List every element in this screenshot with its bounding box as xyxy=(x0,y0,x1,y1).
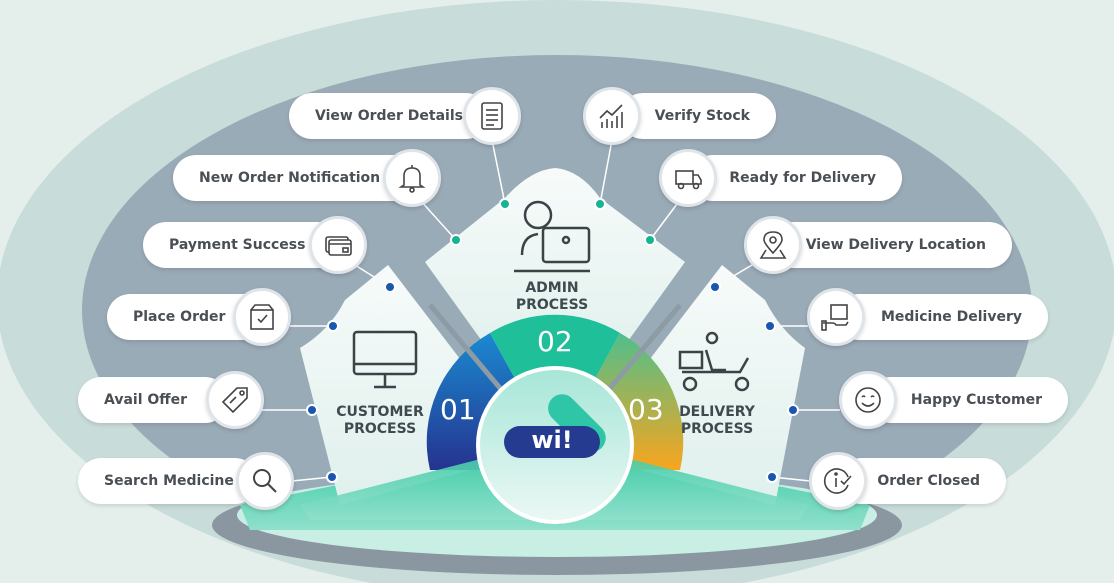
step-label: Verify Stock xyxy=(654,108,750,124)
step-label: Place Order xyxy=(133,309,226,325)
segment-02 xyxy=(490,314,620,388)
monitor-icon xyxy=(352,330,418,389)
discount-tag-icon xyxy=(206,371,264,429)
delivery-label-line2: PROCESS xyxy=(680,421,754,437)
process-number-02: 02 xyxy=(537,325,573,358)
step-label: Ready for Delivery xyxy=(729,170,876,186)
wi-logo xyxy=(504,394,606,458)
step-search-medicine[interactable]: Search Medicine xyxy=(78,458,258,504)
step-label: Happy Customer xyxy=(910,392,1042,408)
connector-dots xyxy=(306,198,799,483)
chart-up-icon xyxy=(583,87,641,145)
delivery-label-line1: DELIVERY xyxy=(679,404,755,420)
admin-label-line1: ADMIN xyxy=(525,280,579,296)
admin-panel xyxy=(425,168,685,380)
step-happy-customer[interactable]: Happy Customer xyxy=(868,377,1068,423)
step-label: Payment Success xyxy=(169,237,306,253)
customer-label-line2: PROCESS xyxy=(343,421,417,437)
step-ready-for-delivery[interactable]: Ready for Delivery xyxy=(690,155,902,201)
step-view-delivery-location[interactable]: View Delivery Location xyxy=(770,222,1012,268)
step-label: New Order Notification xyxy=(199,170,381,186)
bell-icon xyxy=(383,149,441,207)
box-check-icon xyxy=(233,288,291,346)
document-list-icon xyxy=(463,87,521,145)
admin-computer-icon xyxy=(514,200,591,273)
truck-icon xyxy=(659,149,717,207)
process-number-03: 03 xyxy=(628,393,664,426)
smile-icon xyxy=(839,371,897,429)
logo-text: wi! xyxy=(531,426,573,454)
step-label: View Order Details xyxy=(315,108,463,124)
step-label: Avail Offer xyxy=(104,392,188,408)
credit-card-icon xyxy=(309,216,367,274)
step-label: Order Closed xyxy=(877,473,980,489)
step-medicine-delivery[interactable]: Medicine Delivery xyxy=(836,294,1048,340)
segment-03 xyxy=(590,333,684,470)
segment-01 xyxy=(426,333,520,470)
package-hand-icon xyxy=(807,288,865,346)
delivery-scooter-icon xyxy=(678,331,750,392)
step-label: View Delivery Location xyxy=(805,237,986,253)
step-label: Search Medicine xyxy=(104,473,234,489)
step-payment-success[interactable]: Payment Success xyxy=(143,222,343,268)
step-new-order-notification[interactable]: New Order Notification xyxy=(173,155,423,201)
step-avail-offer[interactable]: Avail Offer xyxy=(78,377,228,423)
admin-label-line2: PROCESS xyxy=(515,297,589,313)
search-icon xyxy=(236,452,294,510)
map-pin-icon xyxy=(744,216,802,274)
info-check-icon xyxy=(809,452,867,510)
step-label: Medicine Delivery xyxy=(880,309,1022,325)
customer-label-line1: CUSTOMER xyxy=(336,404,424,420)
step-view-order-details[interactable]: View Order Details xyxy=(289,93,489,139)
step-verify-stock[interactable]: Verify Stock xyxy=(620,93,776,139)
process-number-01: 01 xyxy=(440,393,476,426)
